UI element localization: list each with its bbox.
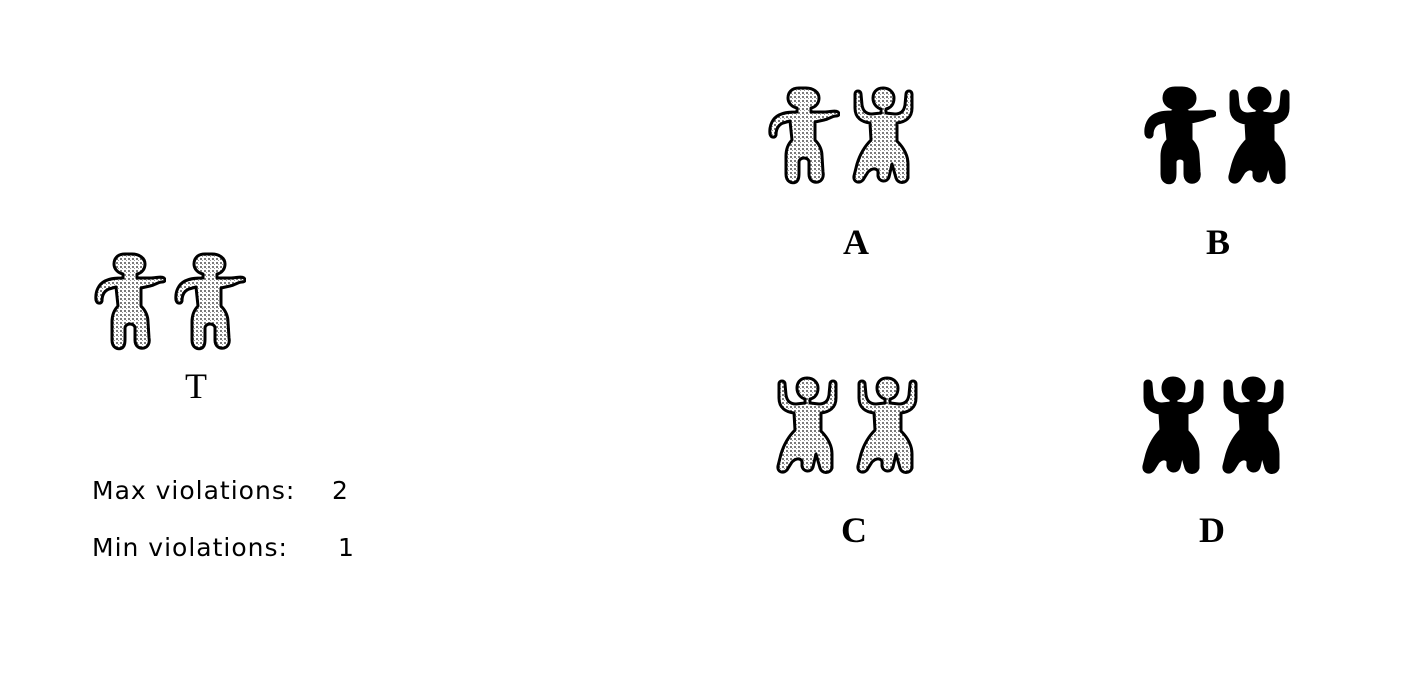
option-c-figure-pair [770,374,924,480]
min-violations: Min violations: 1 [92,533,354,562]
target-label: T [185,366,207,406]
dotted-arms-up-figure-icon [776,376,838,474]
option-d-label: D [1199,510,1225,550]
option-a-label: A [843,222,869,262]
target-figure-pair [92,250,246,356]
min-violations-value: 1 [338,533,355,562]
solid-arms-up-figure-icon [1222,84,1296,190]
dotted-arms-up-figure-icon [852,86,914,184]
dotted-reaching-figure-icon [768,86,840,185]
solid-reaching-figure-icon [1142,84,1216,190]
dotted-arms-up-figure-icon [856,376,918,474]
max-violations: Max violations: 2 [92,476,348,505]
max-violations-label: Max violations: [92,476,296,505]
option-d-figure-pair [1136,374,1290,480]
option-b-label: B [1205,222,1230,262]
dotted-reaching-figure-icon [94,252,166,351]
solid-arms-up-figure-icon [1136,374,1210,480]
option-b-figure-pair [1142,84,1296,190]
solid-arms-up-figure-icon [1216,374,1290,480]
option-c-label: C [841,510,867,550]
max-violations-value: 2 [332,476,349,505]
option-a-figure-pair [766,84,920,190]
dotted-reaching-figure-icon [174,252,246,351]
min-violations-label: Min violations: [92,533,288,562]
